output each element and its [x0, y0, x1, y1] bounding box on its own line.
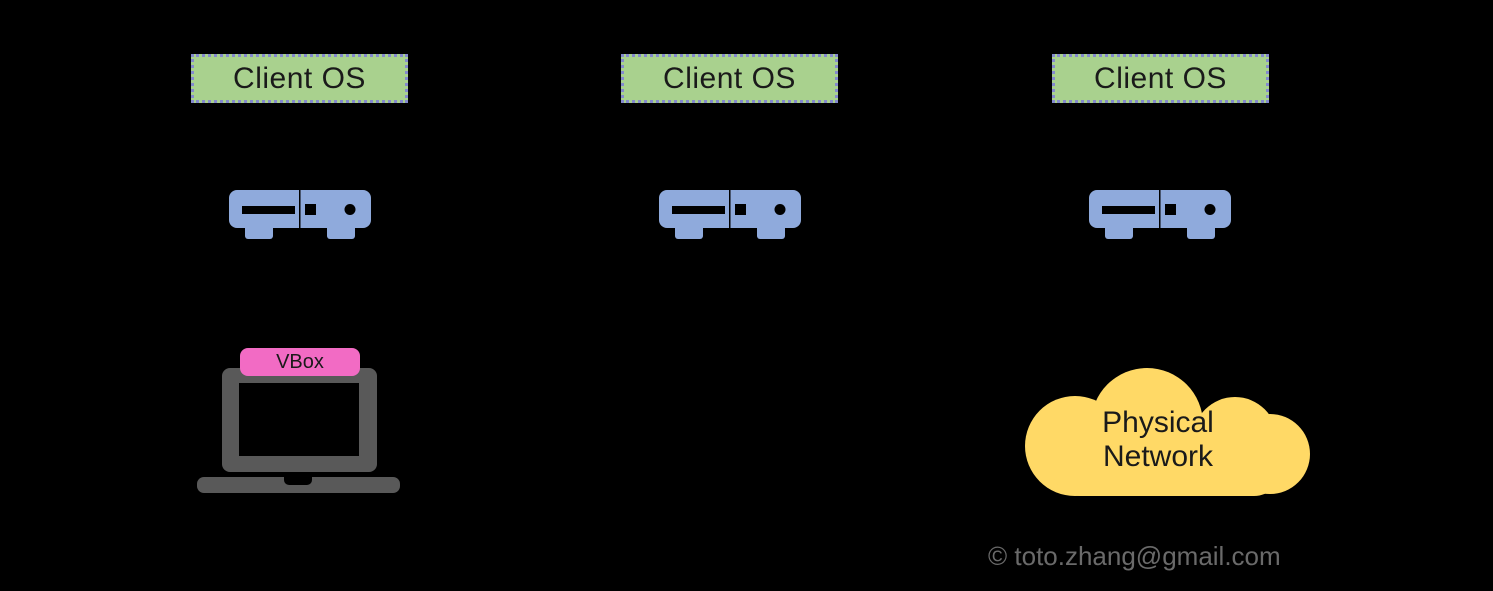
cloud-label-line1: Physical [1102, 406, 1214, 439]
client-os-label-2: Client OS [663, 61, 796, 95]
network-device-icon [659, 190, 801, 239]
cloud-icon [1025, 368, 1310, 496]
client-os-box-2: Client OS [621, 54, 838, 103]
client-os-label-1: Client OS [233, 61, 366, 95]
vbox-badge: VBox [240, 348, 360, 376]
cloud-label: Physical Network [1032, 406, 1284, 474]
cloud-label-line2: Network [1102, 440, 1214, 473]
client-os-box-1: Client OS [191, 54, 408, 103]
network-device-icon [229, 190, 371, 239]
copyright-text: © toto.zhang@gmail.com [988, 541, 1281, 571]
client-os-box-3: Client OS [1052, 54, 1269, 103]
client-os-label-3: Client OS [1094, 61, 1227, 95]
network-device-icon [1089, 190, 1231, 239]
vbox-label: VBox [276, 350, 324, 373]
laptop-icon [197, 368, 400, 493]
